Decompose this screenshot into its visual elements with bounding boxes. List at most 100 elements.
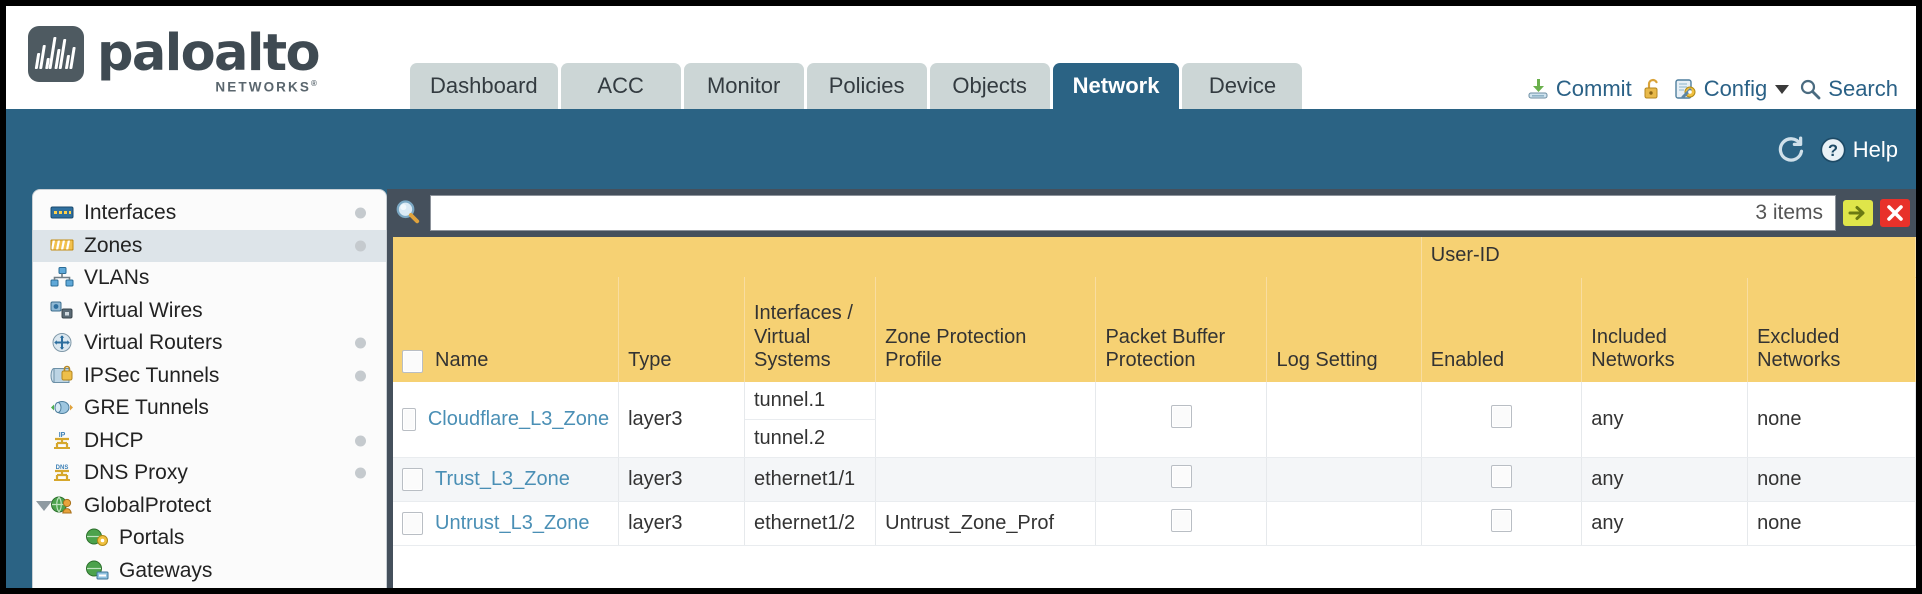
tab-objects[interactable]: Objects <box>929 63 1050 109</box>
filter-search-icon[interactable] <box>393 198 423 228</box>
cell-userid-enabled[interactable] <box>1421 501 1583 546</box>
row-checkbox[interactable] <box>402 468 423 491</box>
search-input[interactable] <box>443 201 1756 225</box>
column-header-type[interactable]: Type <box>618 277 745 382</box>
help-label: Help <box>1852 137 1898 162</box>
packet-buffer-protection-checkbox[interactable] <box>1170 465 1192 488</box>
row-checkbox[interactable] <box>402 512 423 535</box>
zone-name-link[interactable]: Untrust_L3_Zone <box>435 512 590 534</box>
filter-input-wrapper[interactable]: 3 items <box>430 195 1836 231</box>
cell-log-setting <box>1266 457 1422 502</box>
cell-packet-buffer-protection[interactable] <box>1095 382 1268 458</box>
config-label: Config <box>1703 76 1768 101</box>
column-header-interfaces-virtual-systems[interactable]: Interfaces / Virtual Systems <box>744 277 877 382</box>
expand-caret-icon[interactable] <box>36 500 52 511</box>
chevron-down-icon <box>1775 84 1790 94</box>
column-header-log-setting[interactable]: Log Setting <box>1266 277 1422 382</box>
sidebar-item-label: Zones <box>84 233 143 257</box>
cell-name[interactable]: Trust_L3_Zone <box>393 457 620 502</box>
sidebar-item-dhcp[interactable]: IP DHCP <box>33 425 386 458</box>
help-button[interactable]: ? Help <box>1819 136 1898 164</box>
sidebar-item-gateways[interactable]: Gateways <box>33 555 386 588</box>
column-header-label: Log Setting <box>1276 349 1378 372</box>
sidebar-item-portals[interactable]: Portals <box>33 522 386 555</box>
brand-logo: paloalto NETWORKS® <box>28 26 321 95</box>
tab-device[interactable]: Device <box>1182 63 1303 109</box>
column-header-name[interactable]: Name <box>393 277 620 382</box>
sidebar-item-label: VLANs <box>84 266 150 290</box>
sidebar-item-virtual-wires[interactable]: Virtual Wires <box>33 295 386 328</box>
cell-packet-buffer-protection[interactable] <box>1095 501 1268 546</box>
dhcp-icon: IP <box>50 430 76 452</box>
sidebar-item-ipsec-tunnels[interactable]: IPSec Tunnels <box>33 360 386 393</box>
cell-log-setting <box>1266 501 1422 546</box>
column-header-label: Interfaces / Virtual Systems <box>753 302 853 372</box>
cell-packet-buffer-protection[interactable] <box>1095 457 1268 502</box>
svg-text:?: ? <box>1828 142 1838 160</box>
column-header-label: Name <box>435 349 489 372</box>
sidebar-item-gre-tunnels[interactable]: GRE Tunnels <box>33 392 386 425</box>
tab-policies[interactable]: Policies <box>806 63 927 109</box>
sidebar-item-globalprotect[interactable]: GlobalProtect <box>33 490 386 523</box>
sidebar-item-label: DHCP <box>84 428 144 452</box>
svg-text:IP: IP <box>59 432 66 439</box>
zone-name-link[interactable]: Cloudflare_L3_Zone <box>427 408 610 430</box>
group-header-user-id: User-ID <box>1421 237 1916 278</box>
row-checkbox[interactable] <box>402 408 416 431</box>
cell-userid-enabled[interactable] <box>1421 382 1583 458</box>
table-row[interactable]: tunnel.2 <box>393 419 1916 458</box>
cell-zone-protection-profile: Untrust_Zone_Prof <box>875 501 1097 546</box>
column-header-label: Excluded Networks <box>1757 325 1841 372</box>
unlock-icon[interactable] <box>1641 77 1665 101</box>
zone-name-link[interactable]: Trust_L3_Zone <box>435 468 570 490</box>
cell-name[interactable]: Cloudflare_L3_Zone <box>393 382 620 458</box>
select-all-checkbox[interactable] <box>402 349 423 373</box>
sidebar-item-zones[interactable]: Zones <box>33 229 386 262</box>
column-header-excluded-networks[interactable]: Excluded Networks <box>1747 277 1916 382</box>
packet-buffer-protection-checkbox[interactable] <box>1170 405 1192 428</box>
column-header-zone-protection-profile[interactable]: Zone Protection Profile <box>875 277 1097 382</box>
cell-interface: ethernet1/2 <box>744 501 877 546</box>
column-header-label: Included Networks <box>1591 325 1675 372</box>
sidebar-item-vlans[interactable]: VLANs <box>33 262 386 295</box>
virtual-routers-icon <box>50 332 76 354</box>
config-wrench-icon <box>1674 77 1698 101</box>
search-button[interactable]: Search <box>1798 76 1898 102</box>
cell-interface: tunnel.1 <box>744 382 877 420</box>
userid-enabled-checkbox[interactable] <box>1491 465 1513 488</box>
sidebar-item-interfaces[interactable]: Interfaces <box>33 197 386 230</box>
tab-dashboard[interactable]: Dashboard <box>410 63 558 109</box>
sidebar-item-label: GRE Tunnels <box>84 396 209 420</box>
cell-userid-enabled[interactable] <box>1421 457 1583 502</box>
sidebar-item-label: Virtual Wires <box>84 298 203 322</box>
search-row: 3 items <box>387 189 1916 237</box>
sidebar-item-virtual-routers[interactable]: Virtual Routers <box>33 327 386 360</box>
commit-button[interactable]: Commit <box>1526 76 1632 102</box>
sidebar-item-label: Gateways <box>119 558 213 582</box>
cell-type: layer3 <box>618 501 745 546</box>
tab-monitor[interactable]: Monitor <box>683 63 804 109</box>
apply-arrow-icon[interactable] <box>1843 199 1873 227</box>
refresh-icon[interactable] <box>1775 135 1805 165</box>
column-header-packet-buffer-protection[interactable]: Packet Buffer Protection <box>1095 277 1268 382</box>
cell-name[interactable]: Untrust_L3_Zone <box>393 501 620 546</box>
main-panel: 3 items <box>387 189 1916 588</box>
dns-proxy-icon: DNS <box>50 462 76 484</box>
sidebar-item-label: IPSec Tunnels <box>84 363 220 387</box>
column-header-enabled[interactable]: Enabled <box>1421 277 1583 382</box>
userid-enabled-checkbox[interactable] <box>1491 405 1513 428</box>
packet-buffer-protection-checkbox[interactable] <box>1170 509 1192 532</box>
tab-network[interactable]: Network <box>1052 63 1180 109</box>
userid-enabled-checkbox[interactable] <box>1491 509 1513 532</box>
tab-acc[interactable]: ACC <box>560 63 681 109</box>
column-header-included-networks[interactable]: Included Networks <box>1581 277 1749 382</box>
clear-x-icon[interactable] <box>1880 198 1910 228</box>
config-menu-button[interactable]: Config <box>1674 76 1790 102</box>
brand-tagline: NETWORKS® <box>215 79 319 95</box>
